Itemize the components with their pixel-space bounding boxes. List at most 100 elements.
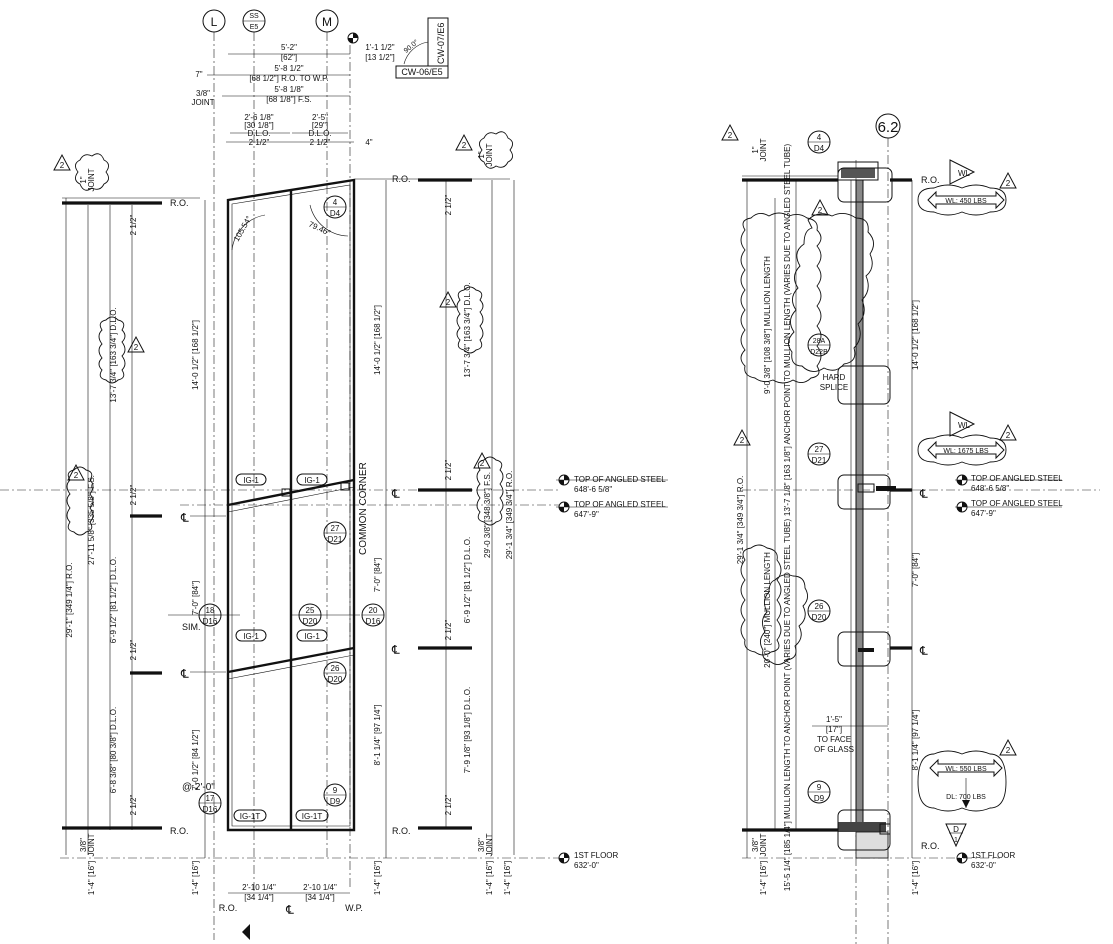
- svg-text:2 1/2": 2 1/2": [129, 215, 138, 236]
- revision-triangle: 2 2 2 2 2 2: [53, 133, 491, 481]
- svg-text:D20: D20: [303, 617, 318, 626]
- svg-text:TO FACE: TO FACE: [817, 735, 851, 744]
- revision-cloud-joint-left: [75, 153, 109, 191]
- svg-text:2: 2: [1006, 746, 1011, 755]
- svg-text:D.L.O.: D.L.O.: [308, 129, 331, 138]
- svg-text:TOP OF ANGLED STEEL: TOP OF ANGLED STEEL: [574, 500, 666, 509]
- right-section: 6.2 R.: [721, 113, 1100, 944]
- svg-text:TOP OF ANGLED STEEL: TOP OF ANGLED STEEL: [971, 499, 1063, 508]
- left-elev-right-ro: R.O. R.O. ℄ ℄ 14'-0 1/2" [168 1/2"] 7'-0…: [355, 143, 515, 895]
- svg-text:D20: D20: [812, 613, 827, 622]
- hard-splice-label-2: SPLICE: [820, 383, 848, 392]
- left-ro-marks: R.O. R.O. ℄ ℄: [62, 197, 226, 836]
- svg-text:4: 4: [817, 133, 822, 142]
- svg-text:[34 1/4"]: [34 1/4"]: [244, 893, 274, 902]
- svg-text:JOINT: JOINT: [759, 833, 768, 856]
- svg-text:D21: D21: [812, 456, 827, 465]
- svg-text:9'-0 3/8" [108 3/8"] MULLION L: 9'-0 3/8" [108 3/8"] MULLION LENGTH: [763, 256, 772, 394]
- svg-text:27: 27: [815, 445, 824, 454]
- svg-text:4": 4": [365, 138, 372, 147]
- svg-text:OF GLASS: OF GLASS: [814, 745, 854, 754]
- svg-text:29'-1 3/4" [349 3/4"] R.O.: 29'-1 3/4" [349 3/4"] R.O.: [505, 471, 514, 560]
- detail-tag-d21-right: 27 D21: [807, 442, 831, 466]
- revision-cloud-joint-right: [479, 131, 513, 169]
- svg-text:2: 2: [728, 131, 733, 140]
- revision-cloud-dlo-right: [456, 286, 484, 354]
- svg-text:3/8": 3/8": [477, 838, 486, 852]
- detail-tag-d20-26: 26 D20: [323, 661, 347, 685]
- svg-text:[29"]: [29"]: [312, 121, 328, 130]
- svg-text:2: 2: [1006, 179, 1011, 188]
- svg-text:2: 2: [480, 459, 485, 468]
- svg-text:CW-06/E5: CW-06/E5: [401, 67, 442, 77]
- svg-text:9: 9: [333, 786, 338, 795]
- svg-text:TOP OF ANGLED STEEL: TOP OF ANGLED STEEL: [971, 474, 1063, 483]
- svg-text:13'-7 3/4" [163 3/4"] D.L.O.: 13'-7 3/4" [163 3/4"] D.L.O.: [463, 282, 472, 377]
- svg-text:[34 1/4"]: [34 1/4"]: [305, 893, 335, 902]
- svg-text:L: L: [211, 15, 218, 29]
- svg-text:℄: ℄: [391, 487, 400, 501]
- svg-text:2: 2: [818, 206, 823, 215]
- svg-text:26: 26: [815, 602, 824, 611]
- svg-text:2 1/2": 2 1/2": [249, 138, 270, 147]
- revision-cloud-mullion-upper: [740, 212, 822, 384]
- hard-splice-label: HARD: [823, 373, 846, 382]
- left-elevation: L SS E5 M CW-07/E6 CW-06/E5: [0, 9, 668, 940]
- detail-tag-d9-right: 9 D9: [807, 780, 831, 804]
- svg-text:5'-8 1/8": 5'-8 1/8": [274, 85, 303, 94]
- svg-text:26: 26: [331, 664, 340, 673]
- svg-text:2'-10 1/4": 2'-10 1/4": [242, 883, 276, 892]
- bottom-horizontal-dimensions: 2'-10 1/4" [34 1/4"] 2'-10 1/4" [34 1/4"…: [219, 883, 363, 940]
- section-marker-d1: D 1: [945, 823, 967, 848]
- svg-text:2: 2: [74, 471, 79, 480]
- svg-text:D9: D9: [814, 794, 825, 803]
- svg-text:2 1/2": 2 1/2": [444, 795, 453, 816]
- wind-load-450: WL WL: 450 LBS: [917, 159, 1007, 216]
- svg-text:R.O.: R.O.: [170, 198, 189, 208]
- elevation-marker-first-floor-right: 1ST FLOOR 632'-0": [956, 851, 1016, 870]
- svg-text:27: 27: [331, 524, 340, 533]
- right-ro-marks: R.O. R.O. ℄ ℄: [742, 175, 940, 858]
- svg-text:2: 2: [134, 343, 139, 352]
- svg-text:1: 1: [954, 837, 958, 844]
- svg-text:7'-9 1/8" [93 1/8"] D.L.O.: 7'-9 1/8" [93 1/8"] D.L.O.: [463, 687, 472, 773]
- svg-text:CW-07/E6: CW-07/E6: [436, 23, 446, 64]
- svg-text:1'-5": 1'-5": [826, 715, 842, 724]
- detail-tag-d16-20: 20 D16: [361, 603, 385, 627]
- svg-text:1": 1": [79, 176, 88, 183]
- svg-text:TOP OF ANGLED STEEL: TOP OF ANGLED STEEL: [574, 475, 666, 484]
- svg-text:2 1/2": 2 1/2": [129, 795, 138, 816]
- svg-text:5'-2": 5'-2": [281, 43, 297, 52]
- svg-text:℄: ℄: [285, 903, 294, 917]
- svg-text:IG-1T: IG-1T: [302, 812, 323, 821]
- grid-bubble-ss-e5: SS E5: [242, 9, 266, 33]
- svg-text:2: 2: [1006, 431, 1011, 440]
- svg-text:7'-0" [84"]: 7'-0" [84"]: [911, 553, 920, 587]
- spacing-label: @ 2'-0": [182, 782, 215, 793]
- svg-text:2: 2: [446, 298, 451, 307]
- detail-tag-d22b: 28A D22B: [807, 333, 831, 357]
- svg-text:WL: WL: [958, 421, 971, 430]
- common-corner-label: COMMON CORNER: [358, 462, 369, 555]
- svg-text:14'-0 1/2" [168 1/2"]: 14'-0 1/2" [168 1/2"]: [191, 320, 200, 390]
- svg-text:R.O.: R.O.: [219, 903, 238, 913]
- svg-text:WL: 450 LBS: WL: 450 LBS: [945, 198, 987, 205]
- svg-text:4: 4: [333, 198, 338, 207]
- svg-text:WL: WL: [958, 169, 971, 178]
- svg-text:2 1/2": 2 1/2": [129, 485, 138, 506]
- detail-tag-d20-right: 26 D20: [807, 599, 831, 623]
- svg-text:1'-4" [16"]: 1'-4" [16"]: [87, 861, 96, 895]
- right-vertical-dimensions: 29'-1 3/4" [349 3/4"] R.O. JOINT 1" JOIN…: [736, 138, 920, 895]
- svg-text:3/8": 3/8": [196, 89, 210, 98]
- svg-text:648'-6 5/8": 648'-6 5/8": [574, 485, 612, 494]
- mullion: [837, 161, 891, 859]
- svg-text:D4: D4: [330, 209, 341, 218]
- svg-text:JOINT: JOINT: [87, 833, 96, 856]
- svg-text:7'-0" [84"]: 7'-0" [84"]: [373, 558, 382, 592]
- svg-text:6.2: 6.2: [878, 119, 899, 136]
- svg-text:[62"]: [62"]: [281, 53, 297, 62]
- top-horizontal-dimensions: 5'-2" [62"] 5'-8 1/2" [68 1/2"] R.O. TO …: [191, 43, 394, 147]
- revision-cloud-dlo-left: [98, 316, 126, 384]
- svg-text:7": 7": [195, 70, 202, 79]
- svg-text:13'-7 1/8" [163 1/8"] ANCHOR P: 13'-7 1/8" [163 1/8"] ANCHOR POINT TO MU…: [783, 144, 792, 517]
